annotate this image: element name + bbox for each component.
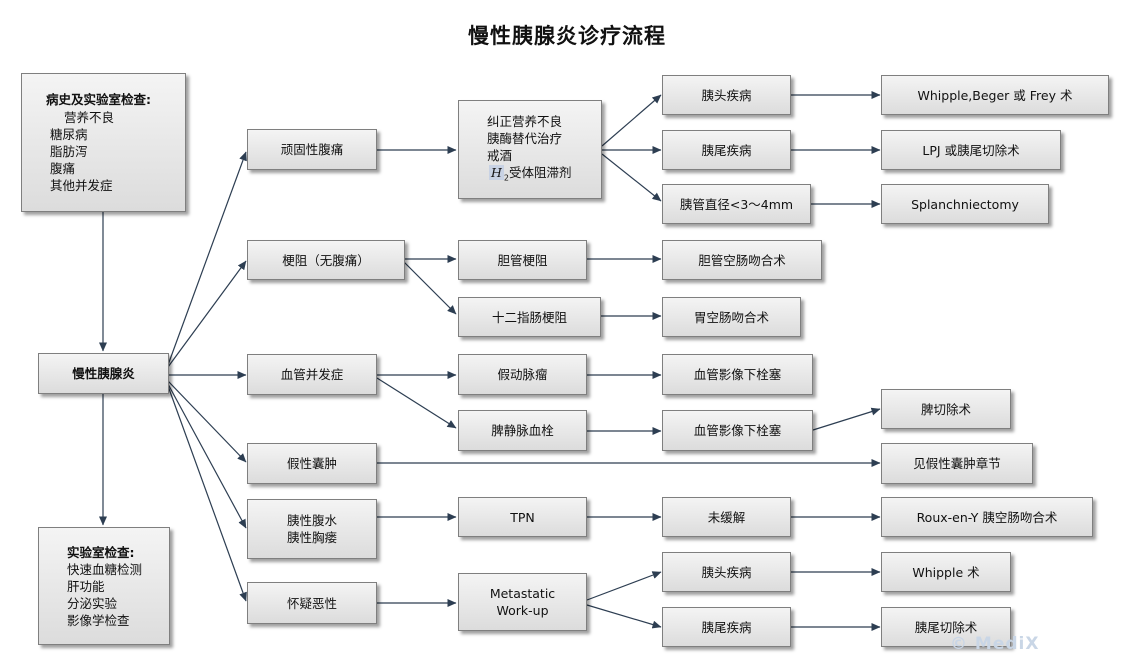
distal-pancreatectomy-box: 胰尾切除术 — [881, 607, 1011, 647]
h2-text: 受体阻滞剂 — [509, 164, 572, 180]
pancreatic-tail-disease-box-2: 胰尾疾病 — [662, 607, 791, 647]
arrow-workup-to-tail2 — [586, 604, 662, 629]
choledochojejunostomy-box: 胆管空肠吻合术 — [662, 240, 822, 280]
watermark-logo: © MediX — [950, 634, 1040, 654]
arrow-cp-to-pseudocyst — [167, 380, 247, 463]
history-lab-box: 病史及实验室检查: 营养不良 糖尿病 脂肪泻 腹痛 其他并发症 — [21, 73, 186, 212]
workup-line: Work-up — [496, 603, 549, 618]
pain-tx-line: 纠正营养不良 — [487, 113, 563, 129]
arrow-cp-to-ascites — [167, 383, 247, 529]
arrow-cp-to-obstruction — [167, 260, 247, 368]
embolization-box-1: 血管影像下栓塞 — [662, 354, 813, 395]
diagram-title: 慢性胰腺炎诊疗流程 — [468, 24, 666, 48]
pseudoaneurysm-box: 假动脉瘤 — [458, 354, 587, 395]
ascites-box: 胰性腹水 胰性胸瘘 — [247, 499, 377, 559]
chronic-pancreatitis-box: 慢性胰腺炎 — [38, 353, 169, 394]
lab-exam-box: 实验室检查: 快速血糖检测 肝功能 分泌实验 影像学检查 — [38, 527, 170, 645]
whipple-beger-frey-box: Whipple,Beger 或 Frey 术 — [881, 75, 1109, 115]
history-item: 脂肪泻 — [50, 144, 88, 159]
roux-en-y-box: Roux-en-Y 胰空肠吻合术 — [881, 497, 1093, 537]
lab-heading: 实验室检查: — [67, 544, 135, 560]
pancreatic-head-disease-box: 胰头疾病 — [662, 75, 791, 115]
duct-diameter-box: 胰管直径<3～4mm — [662, 184, 811, 224]
arrow-tx-to-duct — [601, 153, 662, 202]
arrow-obstruction-to-duodenal — [403, 261, 457, 315]
metastatic-workup-box: Metastatic Work-up — [458, 573, 587, 631]
biliary-obstruction-box: 胆管梗阻 — [458, 240, 587, 280]
intractable-pain-box: 顽固性腹痛 — [247, 129, 377, 170]
tpn-box: TPN — [458, 497, 587, 537]
lab-item: 肝功能 — [67, 578, 105, 594]
splenectomy-box: 脾切除术 — [881, 389, 1011, 429]
arrow-workup-to-head2 — [586, 571, 662, 601]
arrow-tx-to-head — [601, 94, 662, 147]
pain-tx-line: 胰酶替代治疗 — [487, 130, 563, 146]
history-item: 糖尿病 — [50, 127, 88, 142]
arrow-embol2-to-splenectomy — [812, 407, 881, 431]
history-item: 腹痛 — [50, 161, 76, 176]
suspect-malignancy-box: 怀疑恶性 — [247, 582, 377, 624]
see-pseudocyst-chapter-box: 见假性囊肿章节 — [881, 443, 1033, 484]
ascites-line: 胰性胸瘘 — [286, 530, 337, 545]
h2-subscript: 2 — [503, 173, 509, 183]
splenic-vein-thrombosis-box: 脾静脉血栓 — [458, 410, 587, 451]
arrow-cp-to-malignancy — [167, 385, 247, 602]
duodenal-obstruction-box: 十二指肠梗阻 — [458, 297, 601, 337]
pain-tx-line: 戒酒 — [487, 147, 513, 163]
gastrojejunostomy-box: 胃空肠吻合术 — [662, 297, 801, 337]
history-item: 其他并发症 — [50, 178, 113, 193]
lab-item: 影像学检查 — [67, 612, 130, 628]
arrow-cp-to-pain — [167, 151, 247, 366]
pancreatic-tail-disease-box: 胰尾疾病 — [662, 130, 791, 170]
ascites-line: 胰性腹水 — [286, 513, 337, 528]
pancreatic-head-disease-box-2: 胰头疾病 — [662, 552, 791, 592]
h2-symbol: H — [489, 164, 504, 180]
history-item: 营养不良 — [64, 110, 115, 125]
history-heading: 病史及实验室检查: — [46, 92, 151, 107]
unrelieved-box: 未缓解 — [662, 497, 791, 537]
lab-item: 分泌实验 — [67, 595, 118, 611]
embolization-box-2: 血管影像下栓塞 — [662, 410, 813, 451]
splanchniectomy-box: Splanchniectomy — [881, 184, 1049, 224]
vascular-complication-box: 血管并发症 — [247, 354, 377, 395]
workup-line: Metastatic — [489, 586, 556, 601]
lpj-box: LPJ 或胰尾切除术 — [881, 130, 1061, 170]
obstruction-box: 梗阻（无腹痛） — [247, 240, 405, 280]
lab-item: 快速血糖检测 — [67, 561, 143, 577]
pseudocyst-box: 假性囊肿 — [247, 443, 377, 484]
whipple-box: Whipple 术 — [881, 552, 1011, 592]
arrow-vascular-to-splenic — [376, 377, 457, 429]
